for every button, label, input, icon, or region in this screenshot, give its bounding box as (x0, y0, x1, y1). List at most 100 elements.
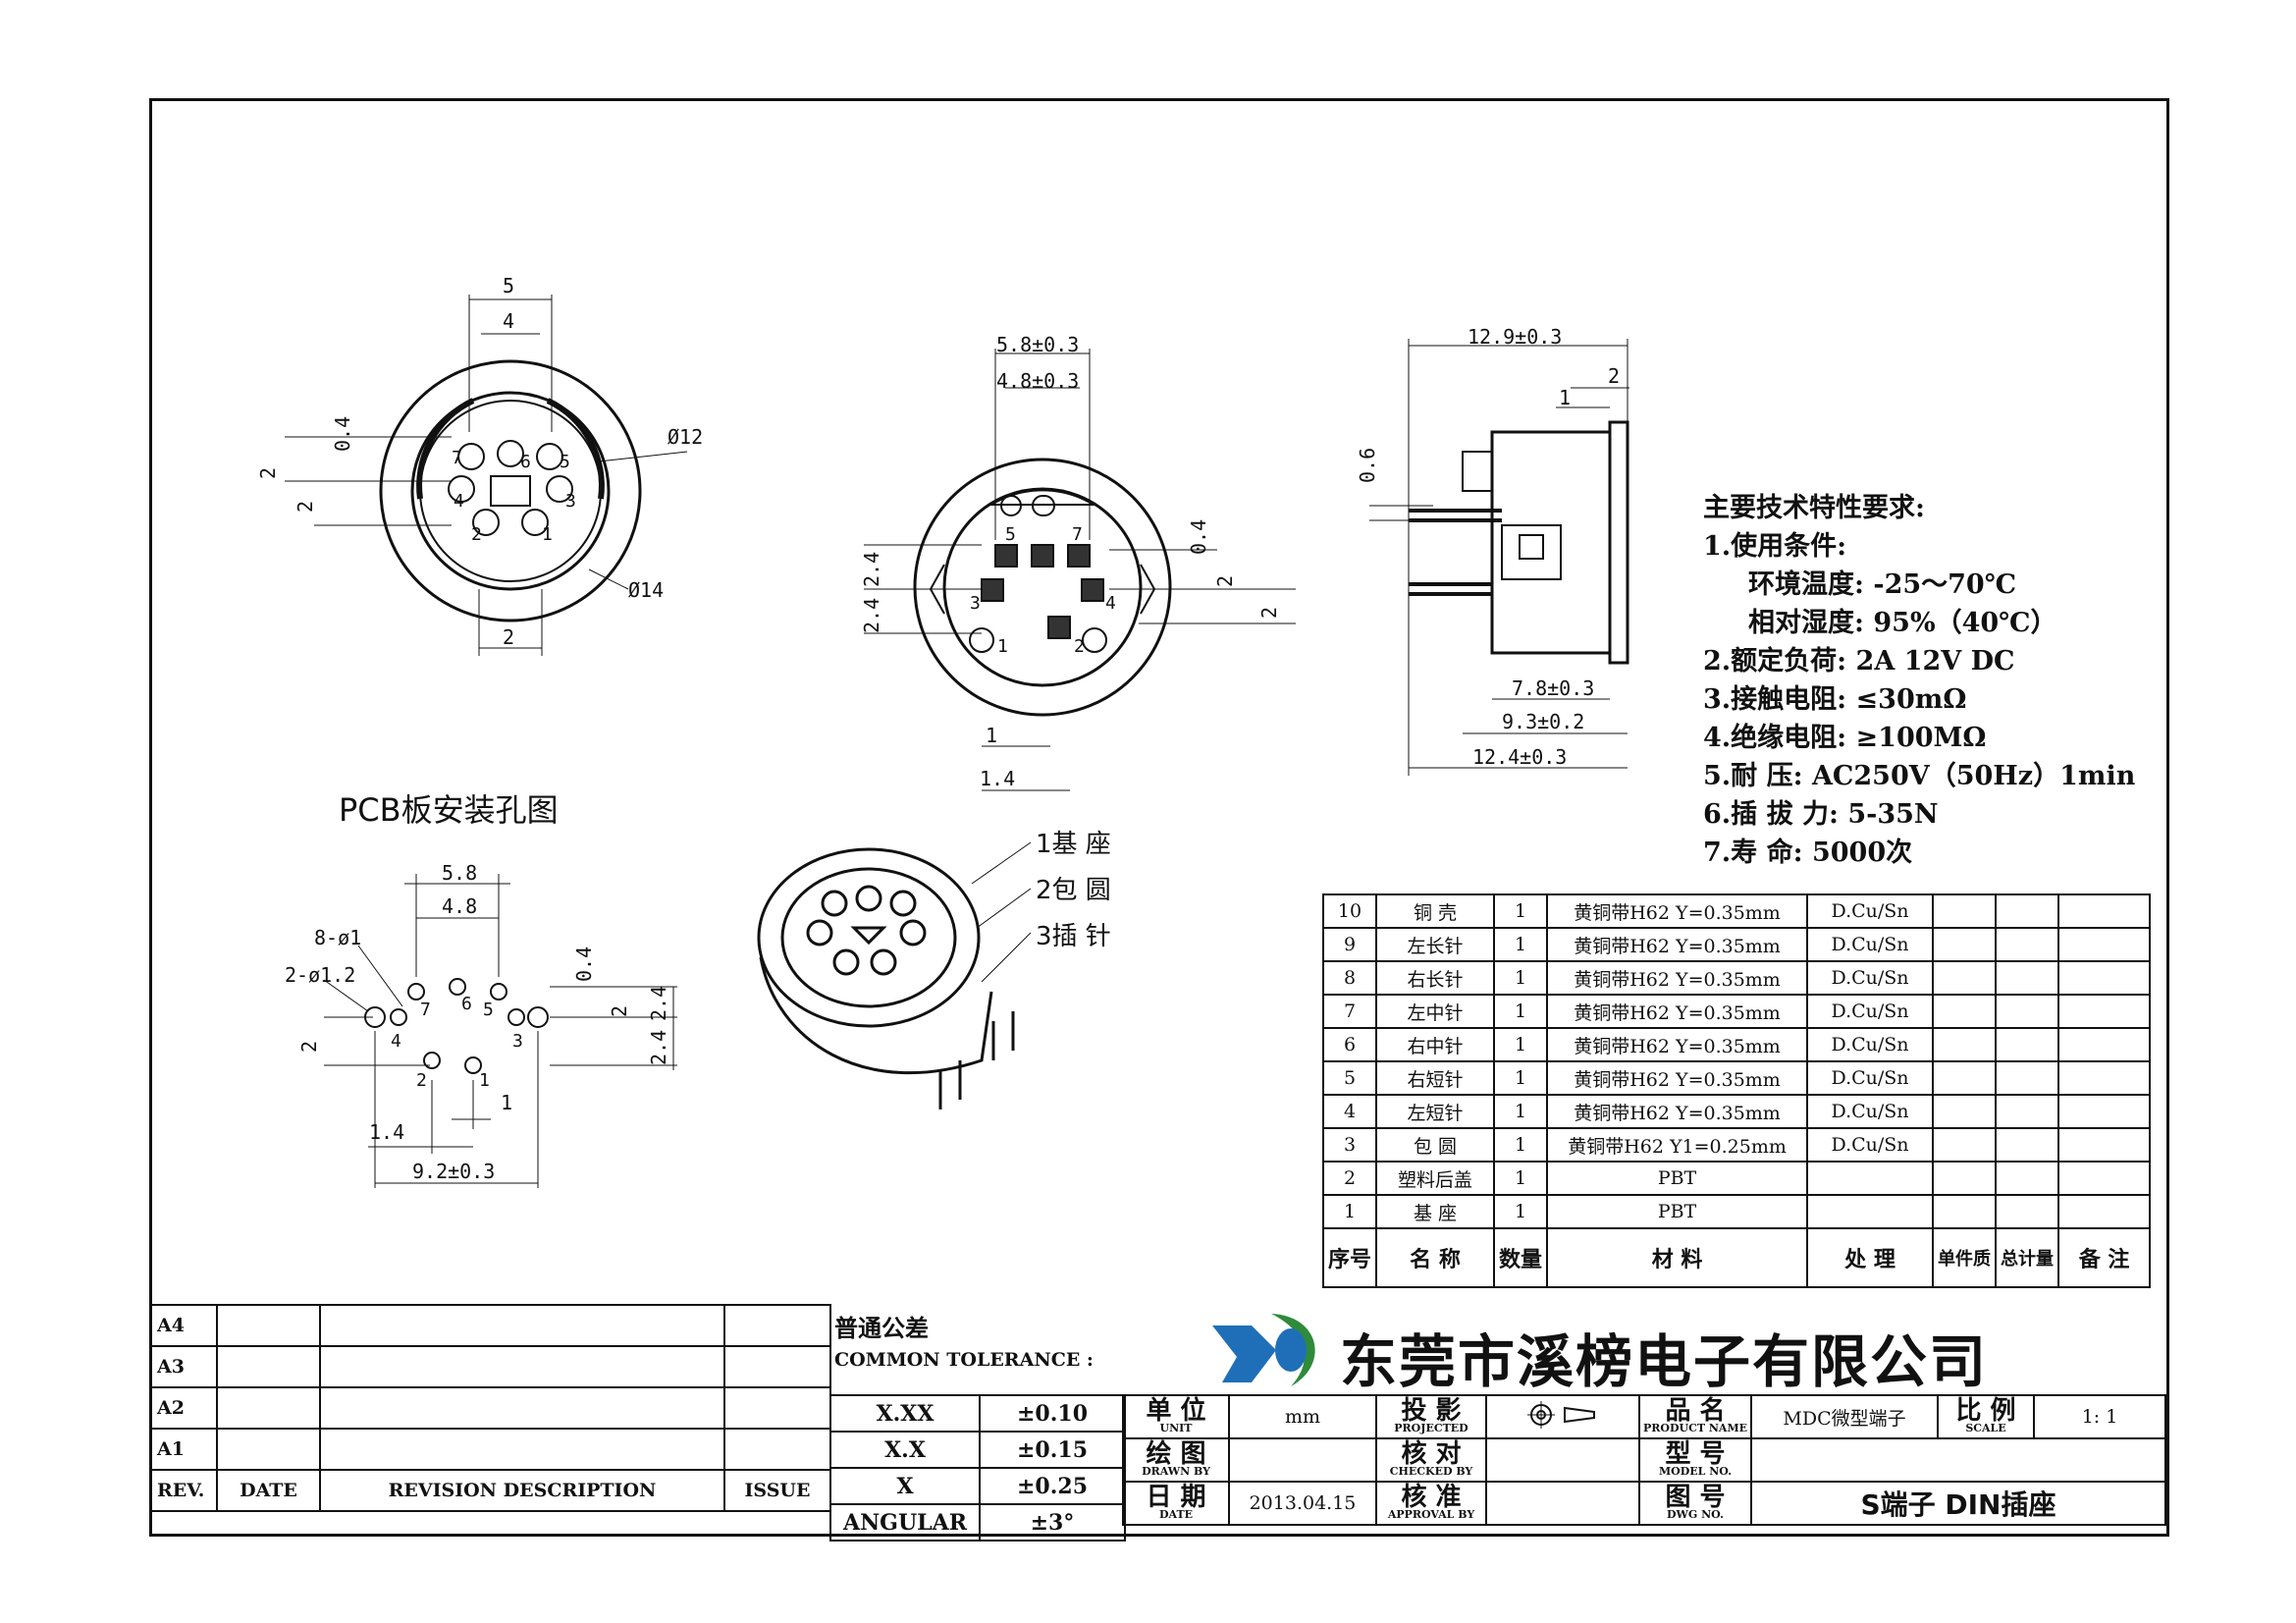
tol-value: ±3° (979, 1503, 1126, 1542)
front-pin-6: 6 (520, 452, 531, 472)
rev-header-rev: REV. (149, 1469, 218, 1512)
spec-line-3: 相对湿度: 95%（40℃） (1748, 608, 2057, 638)
mid-pin-3: 3 (970, 593, 981, 614)
bom-cell-empty (1932, 1027, 1998, 1062)
iso-callout-shell: 2包 圆 (1036, 876, 1111, 905)
bom-cell-treatment: D.Cu/Sn (1806, 1127, 1935, 1163)
bom-cell-treatment: D.Cu/Sn (1806, 893, 1935, 929)
bom-cell-empty (2057, 994, 2152, 1029)
specs-title: 主要技术特性要求: (1703, 493, 1925, 523)
bom-cell-material: 黄铜带H62 Y=0.35mm (1546, 893, 1809, 929)
bom-cell-treatment: D.Cu/Sn (1806, 960, 1935, 996)
tol-value: ±0.25 (979, 1467, 1126, 1505)
unit-value: mm (1228, 1394, 1377, 1439)
spec-line-8: 6.插 拔 力: 5-35N (1703, 799, 1939, 830)
bom-cell-no: 3 (1321, 1127, 1378, 1163)
rev-header-date: DATE (216, 1469, 321, 1512)
side-dim-9-3: 9.3±0.2 (1502, 710, 1584, 733)
bom-cell-qty: 1 (1493, 1194, 1549, 1229)
tolerance-header: 普通公差 COMMON TOLERANCE : (834, 1309, 1119, 1371)
iso-view (757, 841, 1032, 1109)
company-logo (1193, 1314, 1315, 1386)
iso-callout-pin: 3插 针 (1036, 922, 1111, 951)
pcb-pin-3: 3 (512, 1031, 523, 1052)
side-view-labels: 12.9±0.3 2 1 0.6 7.8±0.3 9.3±0.2 12.4±0.… (1356, 325, 1620, 769)
bom-cell-qty: 1 (1493, 927, 1549, 962)
bom-cell-empty (2057, 1194, 2152, 1229)
pcb-dim-2-4b: 2.4 (647, 1030, 670, 1065)
mid-pin-7: 7 (1072, 524, 1083, 545)
side-dim-1: 1 (1559, 386, 1571, 409)
front-pin-3: 3 (565, 491, 576, 512)
technical-specs: 主要技术特性要求: 1.使用条件: 环境温度: -25～70℃ 相对湿度: 95… (1703, 489, 2174, 872)
bom-cell-treatment: D.Cu/Sn (1806, 1027, 1935, 1062)
rev-header-issue: ISSUE (723, 1469, 831, 1512)
pcb-dim-5-8: 5.8 (442, 861, 477, 885)
bom-cell-qty: 1 (1493, 1060, 1549, 1096)
pcb-pin-4: 4 (391, 1031, 401, 1052)
rev-header-row: REV. DATE REVISION DESCRIPTION ISSUE (149, 1469, 831, 1512)
bom-cell-no: 8 (1321, 960, 1378, 996)
pcb-pin-7: 7 (420, 1000, 431, 1020)
bom-cell-name: 包 圆 (1375, 1127, 1496, 1163)
iso-callout-base: 1基 座 (1036, 830, 1111, 859)
bom-cell-empty (1995, 960, 2060, 996)
projection-icon (1527, 1401, 1595, 1429)
bom-cell-empty (1932, 1127, 1998, 1163)
pcb-dim-0-4: 0.4 (572, 947, 596, 982)
company-block: 东莞市溪榜电子有限公司 (1124, 1304, 2166, 1395)
bom-cell-material: 黄铜带H62 Y=0.35mm (1546, 927, 1809, 962)
bom-cell-treatment (1806, 1194, 1935, 1229)
bom-cell-treatment: D.Cu/Sn (1806, 994, 1935, 1029)
bom-cell-name: 左长针 (1375, 927, 1496, 962)
front-view-labels: 5 4 0.4 2 2 2 Ø12 Ø14 7 6 5 4 3 2 1 (256, 274, 703, 649)
rev-a3: A3 (149, 1345, 218, 1388)
bom-cell-qty: 1 (1493, 994, 1549, 1029)
projection-symbol (1485, 1394, 1640, 1439)
mid-pin-4: 4 (1105, 593, 1116, 614)
bom-cell-no: 9 (1321, 927, 1378, 962)
date-value: 2013.04.15 (1228, 1481, 1377, 1526)
mid-dim-5-8: 5.8±0.3 (996, 333, 1079, 356)
front-pin-7: 7 (452, 448, 462, 468)
revision-table: A4 A3 A2 A1 REV. DATE REVISION DESCRIPTI… (149, 1304, 831, 1512)
bom-cell-no: 7 (1321, 994, 1378, 1029)
front-dim-2a: 2 (256, 467, 280, 479)
front-pin-4: 4 (454, 491, 464, 512)
bom-cell-empty (2057, 1161, 2152, 1196)
bom-header-qty: 数量 (1493, 1227, 1549, 1288)
pcb-dim-9-2: 9.2±0.3 (412, 1160, 495, 1183)
bom-cell-qty: 1 (1493, 1127, 1549, 1163)
bom-header-total-weight: 总计量 (1995, 1227, 2060, 1288)
bom-cell-treatment: D.Cu/Sn (1806, 1094, 1935, 1129)
bom-cell-treatment: D.Cu/Sn (1806, 1060, 1935, 1096)
bom-cell-material: PBT (1546, 1194, 1809, 1229)
bom-cell-no: 10 (1321, 893, 1378, 929)
pcb-dim-1: 1 (501, 1091, 512, 1114)
pcb-pin-6: 6 (461, 994, 472, 1014)
front-dim-5: 5 (503, 274, 514, 298)
middle-view-labels: 5.8±0.3 4.8±0.3 0.4 2 2 2.4 2.4 1 1.4 5 … (860, 333, 1281, 790)
bom-cell-empty (2057, 927, 2152, 962)
pcb-dim-8-holes: 8-ø1 (314, 926, 361, 949)
pcb-dim-2-4a: 2.4 (647, 986, 670, 1021)
middle-view (864, 349, 1296, 791)
bom-header-unit-weight: 单件质 (1932, 1227, 1998, 1288)
bom-cell-empty (1995, 994, 2060, 1029)
rev-row: A4 (149, 1304, 831, 1347)
tol-key: X.XX (829, 1394, 981, 1433)
bom-cell-treatment: D.Cu/Sn (1806, 927, 1935, 962)
rev-a4: A4 (149, 1304, 218, 1347)
tol-key: X.X (829, 1431, 981, 1469)
bom-cell-material: 黄铜带H62 Y=0.35mm (1546, 994, 1809, 1029)
